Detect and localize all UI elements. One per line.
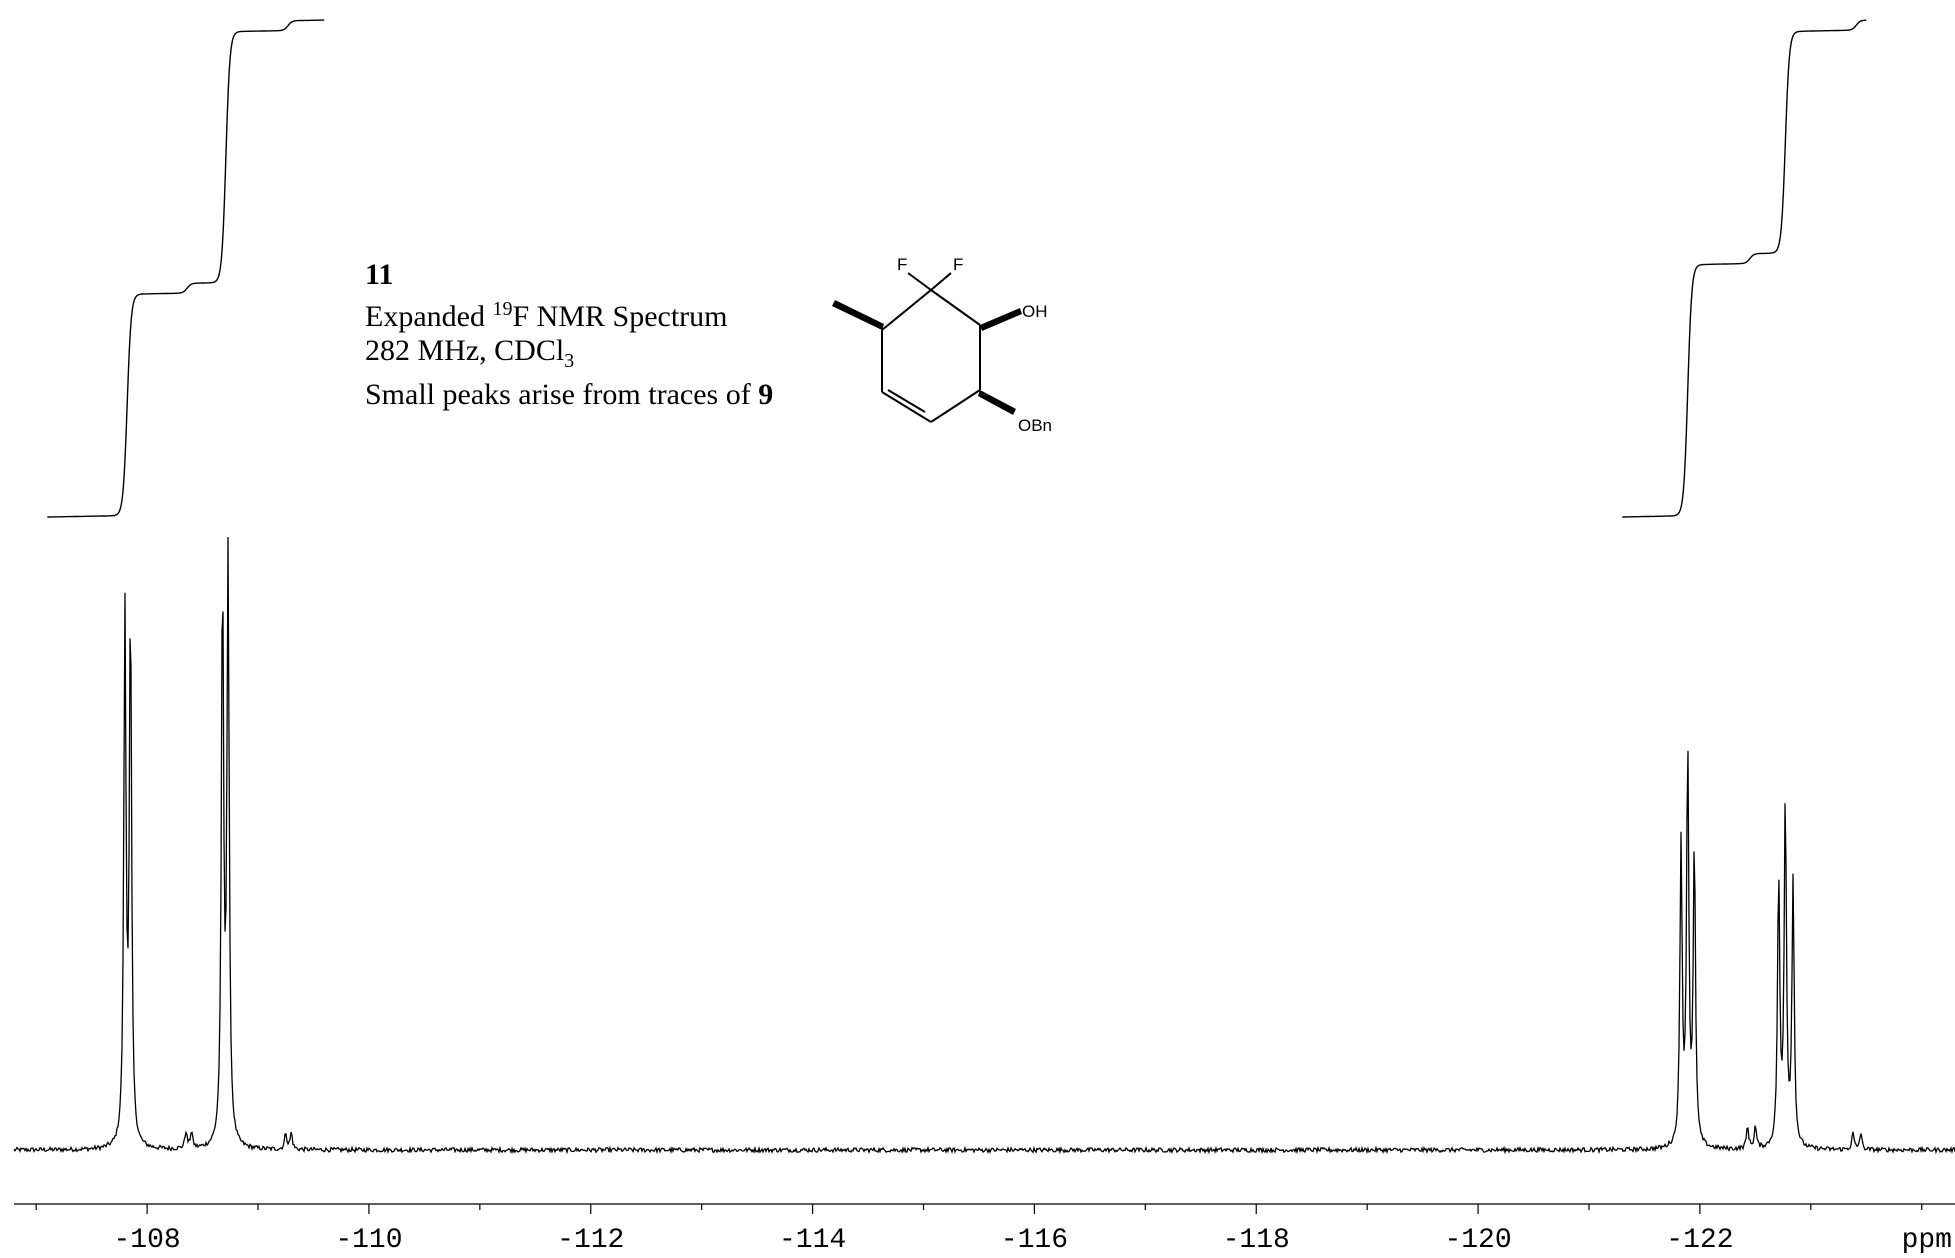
molecule-structure: F F OH OBn [832,255,1052,435]
bond-c1-c2 [930,289,981,326]
x-tick-label: -114 [779,1225,846,1256]
bond-c4-c5-double [887,389,926,413]
caption-line-1-suffix: F NMR Spectrum [512,300,728,333]
hydroxyl-label: OH [1022,302,1048,321]
x-tick-label: -120 [1444,1225,1511,1256]
x-tick-label: -110 [335,1225,402,1256]
x-axis-unit-label: ppm [1902,1225,1952,1256]
integral-layer [47,19,1867,518]
x-tick-label: -122 [1666,1225,1733,1256]
benzyloxy-label: OBn [1018,416,1052,435]
spectrum-trace [13,536,1955,1155]
bond-c1-f1 [907,272,932,291]
isotope-superscript: 19 [492,298,513,320]
bond-c1-f2 [930,272,952,291]
caption-line-1-text: Expanded [365,300,493,333]
integral-curve-2 [1622,19,1867,518]
caption-compound-ref: 9 [758,378,774,411]
x-axis: -108 -110 -112 -114 -116 -118 -120 -122 ppm [14,1203,1955,1256]
caption-line-3-text: Small peaks arise from traces of [365,378,759,411]
compound-number: 11 [365,258,394,291]
caption-line-2: 282 MHz, CDCl3 [365,334,773,378]
bond-c3-c4 [930,389,981,423]
wedge-bond-methyl [832,300,884,330]
x-tick-label: -112 [557,1225,624,1256]
bond-c6-c1 [881,289,932,331]
wedge-bond-obn [978,390,1016,415]
solvent-subscript: 3 [564,350,575,372]
spectrum-caption: 11 Expanded 19F NMR Spectrum 282 MHz, CD… [365,258,773,412]
caption-line-2-text: 282 MHz, CDCl [365,334,565,367]
fluorine-label-1: F [897,255,907,274]
bond-c4-c5 [881,391,932,423]
x-tick-label: -108 [113,1225,180,1256]
x-tick-label: -116 [1001,1225,1068,1256]
wedge-bond-oh [980,308,1022,331]
caption-line-1: Expanded 19F NMR Spectrum [365,292,773,334]
spectrum-layer [13,536,1955,1155]
fluorine-label-2: F [953,255,963,274]
caption-line-3: Small peaks arise from traces of 9 [365,378,773,412]
integral-curve-1 [47,19,325,518]
x-tick-label: -118 [1223,1225,1290,1256]
